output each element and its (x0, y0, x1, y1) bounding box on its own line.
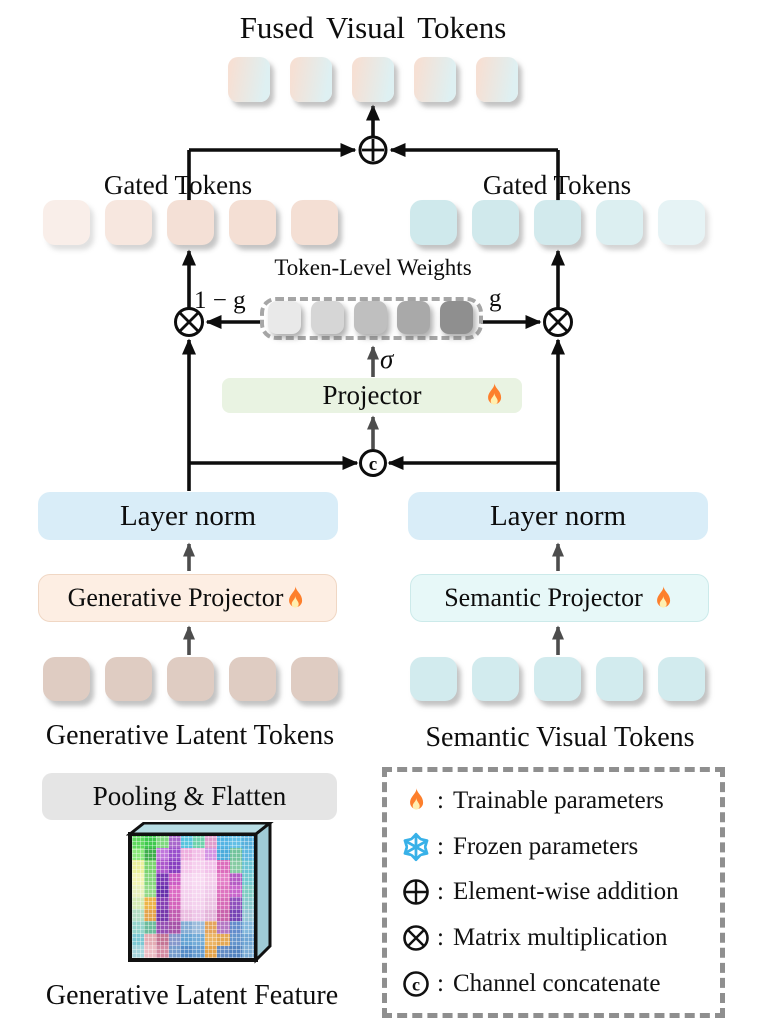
matrix-multiplication-icon (400, 922, 432, 954)
legend-box: : Trainable parameters : Frozen paramete… (382, 767, 725, 1018)
layer-norm-right-box: Layer norm (408, 492, 708, 540)
gated-tokens-left-label: Gated Tokens (103, 170, 253, 200)
elementwise-addition-icon (358, 135, 388, 165)
one-minus-g-label: 1 − g (194, 287, 246, 314)
token (596, 657, 643, 701)
sigma-label: σ (380, 344, 394, 374)
token (410, 200, 457, 245)
pooling-flatten-box: Pooling & Flatten (42, 773, 337, 820)
semantic-visual-tokens-label: Semantic Visual Tokens (425, 722, 695, 753)
black-arrows (182, 104, 565, 491)
elementwise-addition-icon (400, 876, 432, 908)
pooling-flatten-label: Pooling & Flatten (92, 781, 287, 811)
page-title: Fused Visual Tokens (239, 10, 507, 45)
token (472, 200, 519, 245)
legend-separator: : (437, 924, 444, 952)
legend-label: Channel concatenate (452, 970, 661, 998)
matrix-multiplication-icon-right (543, 307, 573, 337)
svg-text:c: c (412, 975, 420, 995)
semantic-projector-label: Semantic Projector (444, 583, 643, 612)
token (472, 657, 519, 701)
token (167, 657, 214, 701)
token (291, 200, 338, 245)
token (105, 200, 152, 245)
legend-label: Matrix multiplication (452, 924, 668, 952)
generative-projector-label: Generative Projector (67, 583, 284, 612)
token (291, 657, 338, 701)
flame-icon (482, 382, 506, 409)
token-level-weights-label: Token-Level Weights (274, 255, 472, 280)
token (596, 200, 643, 245)
token (229, 200, 276, 245)
snowflake-icon (400, 831, 432, 863)
flame-icon (283, 585, 307, 612)
flame-icon (400, 785, 432, 817)
token (43, 657, 90, 701)
token (352, 57, 394, 102)
legend-row-concatenate: c : Channel concatenate (400, 968, 720, 1000)
legend-separator: : (437, 832, 444, 860)
legend-label: Trainable parameters (452, 786, 664, 814)
token (476, 57, 518, 102)
legend-separator: : (437, 878, 444, 906)
legend-label: Element-wise addition (452, 878, 679, 906)
legend-row-trainable: : Trainable parameters (400, 785, 720, 817)
token (268, 301, 301, 334)
semantic-projector-box: Semantic Projector (410, 574, 709, 622)
token (105, 657, 152, 701)
generative-latent-feature-label: Generative Latent Feature (45, 980, 339, 1011)
token (658, 200, 705, 245)
token (440, 301, 473, 334)
token (290, 57, 332, 102)
projector-label: Projector (322, 380, 422, 410)
gray-arrows (183, 345, 564, 655)
token (658, 657, 705, 701)
latent-feature-front-face (128, 832, 258, 962)
projector-box: Projector (222, 378, 522, 413)
g-label: g (489, 285, 502, 312)
layer-norm-left-label: Layer norm (119, 499, 257, 532)
layer-norm-left-box: Layer norm (38, 492, 338, 540)
token (354, 301, 387, 334)
svg-text:c: c (369, 454, 377, 475)
token (414, 57, 456, 102)
token (397, 301, 430, 334)
generative-projector-box: Generative Projector (38, 574, 337, 622)
token (534, 200, 581, 245)
legend-row-multiplication: : Matrix multiplication (400, 922, 720, 954)
legend-separator: : (437, 970, 444, 998)
flame-icon (651, 585, 675, 612)
channel-concatenate-icon: c (400, 968, 432, 1000)
legend-label: Frozen parameters (452, 832, 639, 860)
layer-norm-right-label: Layer norm (489, 499, 627, 532)
gated-tokens-right-label: Gated Tokens (482, 170, 632, 200)
token (311, 301, 344, 334)
token (229, 657, 276, 701)
generative-latent-tokens-label: Generative Latent Tokens (45, 720, 335, 751)
generative-latent-feature-image (126, 822, 278, 964)
channel-concatenate-icon: c (359, 449, 387, 477)
legend-separator: : (437, 786, 444, 814)
token (228, 57, 270, 102)
token (167, 200, 214, 245)
token (43, 200, 90, 245)
token-weights-dashed-box (260, 297, 483, 340)
token (410, 657, 457, 701)
legend-row-frozen: : Frozen parameters (400, 831, 720, 863)
token (534, 657, 581, 701)
latent-feature-3d-edges (126, 822, 274, 964)
legend-row-addition: : Element-wise addition (400, 876, 720, 908)
matrix-multiplication-icon-left (174, 307, 204, 337)
